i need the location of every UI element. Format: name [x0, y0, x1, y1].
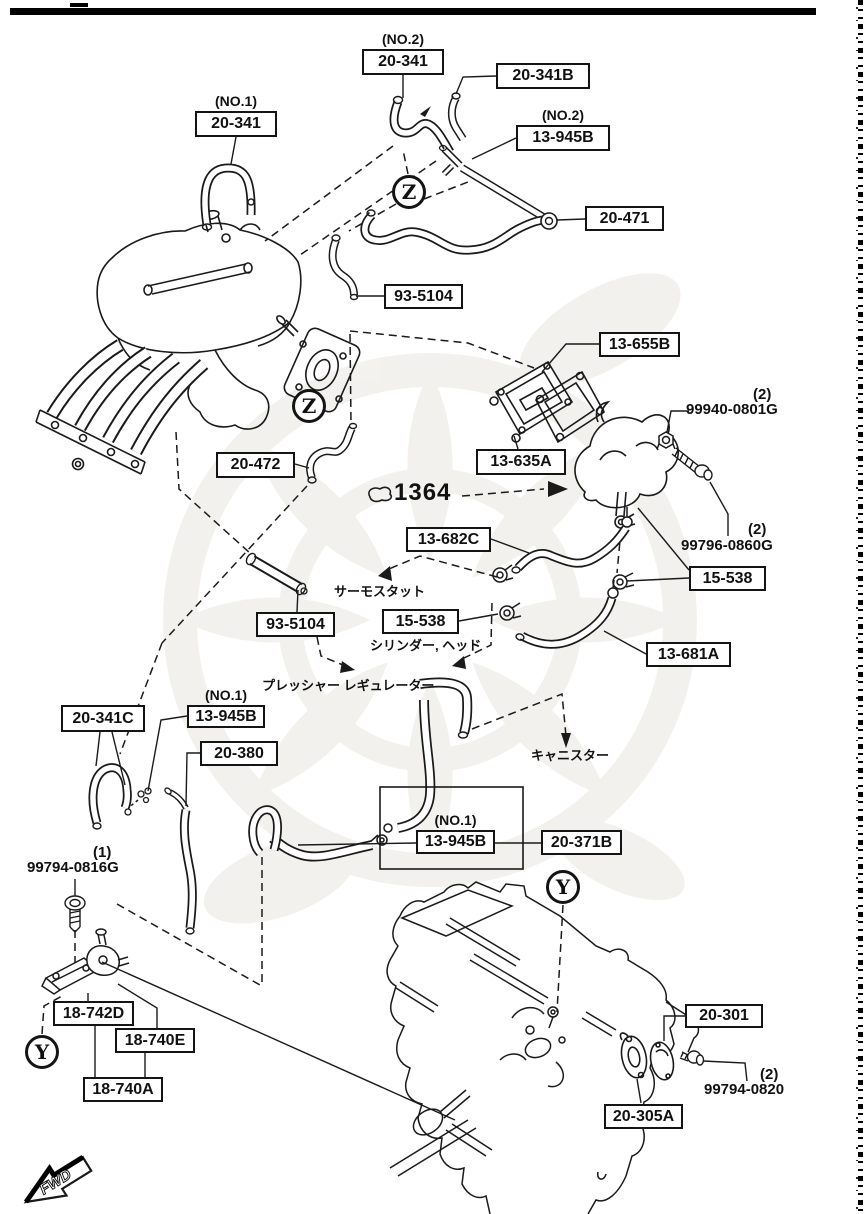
section-marker-z1: Z [392, 175, 426, 209]
part-label-13-945b-left: 13-945B [187, 705, 265, 728]
note-no2: (NO.2) [382, 31, 424, 47]
cover-20-301 [649, 1041, 675, 1081]
part-label-20-301: 20-301 [685, 1004, 763, 1028]
section-marker-z2: Z [292, 389, 326, 423]
hose-20-341c [88, 763, 152, 830]
egr-plate-13-635a [489, 360, 574, 443]
part-number-99940-0801g: 99940-0801G [686, 401, 778, 418]
hose-20-471 [360, 164, 558, 255]
annotation-thermostat: サーモスタット [334, 584, 426, 599]
part-label-13-682c: 13-682C [406, 527, 491, 552]
qty-99796: (2) [748, 521, 767, 538]
part-number-99796-0860g: 99796-0860G [681, 537, 773, 554]
part-label-15-538-right: 15-538 [689, 566, 766, 591]
part-label-20-472: 20-472 [216, 452, 295, 478]
qty-99794-0816: (1) [93, 844, 112, 861]
note-no1: (NO.1) [215, 93, 257, 109]
annotation-canister: キャニスター [531, 748, 610, 763]
part-label-20-380: 20-380 [200, 741, 278, 766]
part-label-20-341c: 20-341C [61, 705, 145, 732]
scan-artifact-right-edge [858, 0, 863, 1214]
valve-18-740e [86, 928, 130, 976]
section-marker-y2: Y [25, 1035, 59, 1069]
note-no1-b: (NO.1) [205, 687, 247, 703]
hose-13-682c [511, 507, 633, 574]
intake-manifold [35, 209, 361, 475]
section-marker-y1: Y [546, 870, 580, 904]
hose-20-380 [164, 787, 197, 935]
hose-20-472 [306, 422, 358, 484]
arrowheads [340, 481, 571, 748]
hose-canister-branch [248, 805, 374, 862]
part-label-15-538-left: 15-538 [382, 609, 459, 634]
part-label-93-5104: 93-5104 [384, 284, 463, 309]
part-label-20-371b: 20-371B [541, 830, 622, 855]
valve-body [574, 400, 680, 529]
part-label-18-740e: 18-740E [115, 1028, 195, 1053]
qty-99940: (2) [753, 386, 772, 403]
part-label-20-305a: 20-305A [604, 1104, 683, 1129]
hose-20-341b [447, 92, 467, 142]
hose-93-5104-elbow [328, 234, 359, 301]
scan-artifact-right-edge-2 [856, 0, 858, 1214]
part-label-18-742d: 18-742D [53, 1001, 134, 1026]
figure-number: 1364 [394, 479, 452, 506]
hose-pressure-regulator [396, 677, 473, 833]
part-label-20-341b: 20-341B [496, 63, 590, 89]
part-label-93-5104-b: 93-5104 [256, 612, 335, 637]
part-label-20-341-no2: 20-341 [362, 49, 444, 75]
qty-99794-0820: (2) [760, 1066, 779, 1083]
connector-13-945b-no2 [438, 144, 463, 177]
part-label-13-681a: 13-681A [646, 642, 731, 667]
hose-20-341-no2 [389, 95, 454, 155]
scan-artifact-top-mark [70, 3, 88, 7]
part-label-13-635a: 13-635A [476, 449, 566, 475]
bolt-99796-0860g [671, 447, 713, 481]
note-no2-b: (NO.2) [542, 107, 584, 123]
hose-20-341-no1 [200, 163, 256, 231]
bolt-99794-0816g [64, 895, 86, 933]
part-label-13-945b-no2: 13-945B [516, 125, 610, 151]
fitting-13-945b-no1 [369, 823, 393, 846]
hose-13-681a [515, 579, 619, 649]
fwd-arrow-icon: FWD [23, 1155, 93, 1204]
leader-lines [74, 75, 748, 1121]
annotation-pressure-regulator: プレッシャー レギュレーター [262, 678, 435, 693]
flange-20-305a [619, 1032, 648, 1079]
part-label-13-655b: 13-655B [599, 332, 680, 357]
part-label-20-471: 20-471 [585, 206, 664, 231]
part-number-99794-0820: 99794-0820 [704, 1081, 785, 1098]
clamp-15-538-b [499, 602, 522, 621]
scan-artifact-top-bar [10, 8, 816, 15]
gasket-13-655b [534, 370, 606, 444]
nut-99940-0801g [656, 431, 676, 450]
note-no1-c: (NO.1) [434, 812, 477, 828]
part-number-99794-0816g: 99794-0816G [27, 859, 119, 876]
engine-block [386, 881, 700, 1214]
bolt-99794-0820 [679, 1050, 705, 1066]
annotation-cylinder-head: シリンダー, ヘッド [370, 638, 482, 653]
clamp-15-538-a [492, 564, 514, 583]
figure-part-glyph [368, 486, 393, 503]
detail-frame [379, 786, 524, 870]
part-label-18-740a: 18-740A [83, 1077, 163, 1102]
part-label-20-341-no1: 20-341 [195, 111, 277, 137]
part-label-13-945b-center: 13-945B [416, 830, 495, 854]
